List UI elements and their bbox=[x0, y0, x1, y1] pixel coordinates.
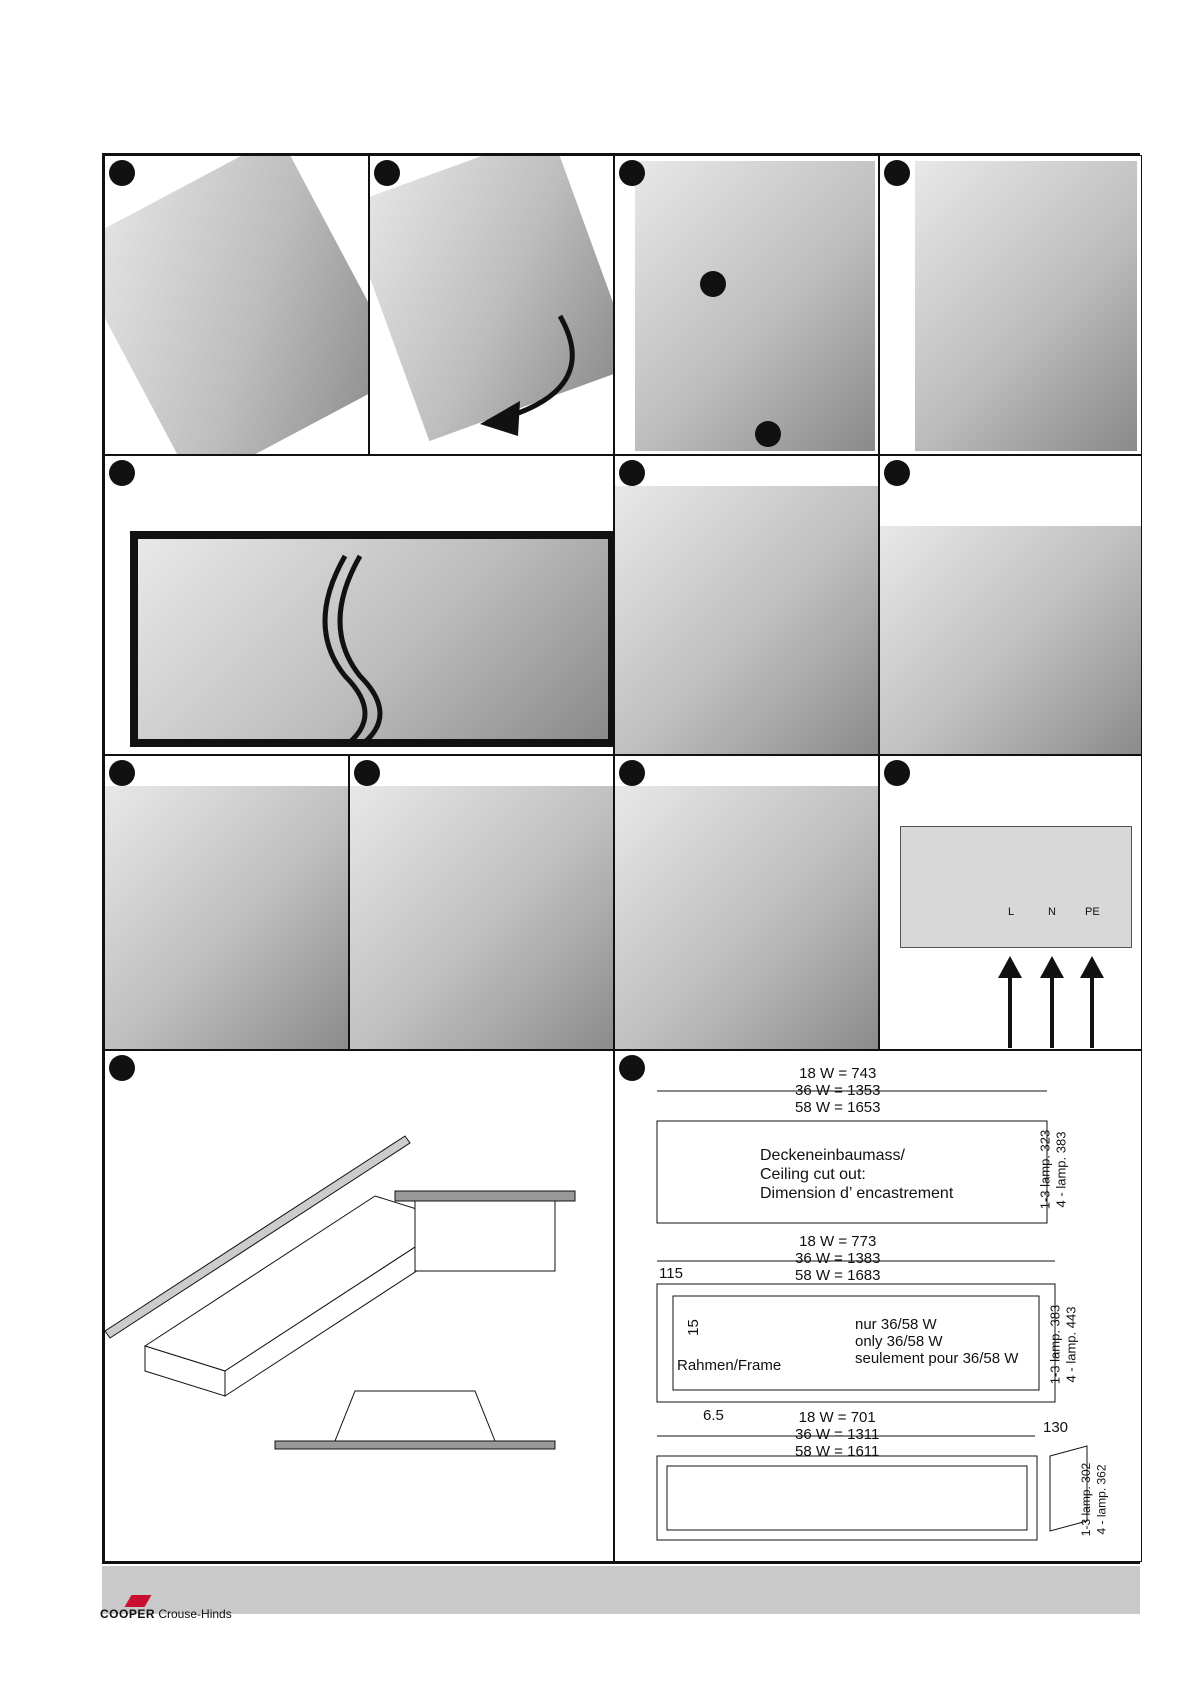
step-panel-1 bbox=[104, 155, 369, 455]
side-lamp-1-3-frame: 1-3 lamp. 383 bbox=[1047, 1304, 1063, 1385]
photo-terminal-block bbox=[900, 826, 1132, 948]
mounting-drawing-icon bbox=[105, 1135, 576, 1450]
step-marker bbox=[354, 760, 380, 786]
dim-130: 130 bbox=[1043, 1419, 1069, 1436]
footer-band bbox=[102, 1566, 1140, 1614]
note-line: seulement pour 36/58 W bbox=[855, 1350, 1019, 1367]
label-line: Ceiling cut out: bbox=[760, 1166, 866, 1183]
photo-knockout bbox=[880, 526, 1141, 754]
ceiling-cutout-label: Deckeneinbaumass/ Ceiling cut out: Dimen… bbox=[760, 1146, 953, 1203]
photo-open-cover bbox=[105, 156, 368, 454]
note-line: only 36/58 W bbox=[855, 1333, 943, 1350]
step-panel-7 bbox=[879, 455, 1142, 755]
step-marker bbox=[700, 271, 726, 297]
step-panel-dimensions: 18 W = 743 36 W = 1353 58 W = 1653 Decke… bbox=[614, 1050, 1142, 1562]
step-panel-11: L N PE bbox=[879, 755, 1142, 1050]
step-panel-4 bbox=[879, 155, 1142, 455]
dimension-drawing-icon bbox=[656, 1090, 1088, 1541]
terminal-arrows-icon bbox=[998, 956, 1104, 1048]
label-line: Dimension d’ encastrement bbox=[760, 1185, 954, 1202]
step-panel-10 bbox=[614, 755, 879, 1050]
step-marker bbox=[619, 160, 645, 186]
dim-line: 58 W = 1653 bbox=[795, 1099, 881, 1116]
step-marker bbox=[109, 760, 135, 786]
photo-housing-interior bbox=[130, 531, 613, 747]
note-line: nur 36/58 W bbox=[855, 1316, 937, 1333]
step-marker bbox=[619, 760, 645, 786]
brand-rest: Crouse-Hinds bbox=[155, 1607, 232, 1621]
step-marker bbox=[374, 160, 400, 186]
step-marker bbox=[619, 1055, 645, 1081]
step-marker bbox=[109, 1055, 135, 1081]
photo-wiring bbox=[615, 786, 878, 1049]
side-lamp-4-frame: 4 - lamp. 443 bbox=[1063, 1306, 1079, 1383]
dim-line: 36 W = 1353 bbox=[795, 1082, 881, 1099]
frame-note: nur 36/58 W only 36/58 W seulement pour … bbox=[855, 1316, 1018, 1367]
dim-line: 36 W = 1311 bbox=[795, 1426, 880, 1443]
step-marker bbox=[109, 160, 135, 186]
dim-line: 58 W = 1611 bbox=[795, 1443, 880, 1460]
step-panel-8 bbox=[104, 755, 349, 1050]
step-marker bbox=[884, 460, 910, 486]
brand-bold: COOPER bbox=[100, 1607, 156, 1621]
photo-insert-lamp bbox=[915, 161, 1137, 451]
dim-115: 115 bbox=[659, 1265, 683, 1282]
terminal-label-pe: PE bbox=[1085, 906, 1100, 918]
step-panel-mounting bbox=[104, 1050, 614, 1562]
step-marker bbox=[619, 460, 645, 486]
photo-cable-gland bbox=[615, 486, 878, 754]
instruction-grid: L N PE bbox=[102, 153, 1142, 1564]
step-marker bbox=[884, 760, 910, 786]
step-panel-3 bbox=[614, 155, 879, 455]
side-lamp-4-bottom: 4 - lamp. 362 bbox=[1094, 1464, 1109, 1535]
step-panel-6 bbox=[614, 455, 879, 755]
dim-line: 36 W = 1383 bbox=[795, 1250, 881, 1267]
dims-bottom-lines: 18 W = 701 36 W = 1311 58 W = 1611 bbox=[795, 1409, 879, 1460]
swing-arrow-icon bbox=[480, 314, 575, 436]
dims-frame-lines: 18 W = 773 36 W = 1383 58 W = 1683 bbox=[795, 1233, 880, 1284]
label-line: Deckeneinbaumass/ bbox=[760, 1147, 905, 1164]
photo-remove-lamp bbox=[635, 161, 875, 451]
side-lamp-4-top: 4 - lamp. 383 bbox=[1053, 1131, 1069, 1208]
terminal-label-n: N bbox=[1048, 906, 1056, 918]
photo-earth-screw bbox=[350, 786, 613, 1049]
step-panel-2 bbox=[369, 155, 614, 455]
step-marker bbox=[884, 160, 910, 186]
frame-label: Rahmen/Frame bbox=[677, 1357, 782, 1374]
terminal-label-l: L bbox=[1008, 906, 1015, 918]
cable-entry-icon bbox=[322, 554, 383, 746]
dim-line: 18 W = 773 bbox=[799, 1233, 877, 1250]
dim-line: 18 W = 701 bbox=[798, 1409, 876, 1426]
dim-15: 15 bbox=[684, 1319, 702, 1336]
photo-screwdriver bbox=[105, 786, 348, 1049]
dim-6-5: 6.5 bbox=[703, 1407, 724, 1424]
side-lamp-1-3-top: 1-3 lamp. 323 bbox=[1037, 1129, 1053, 1210]
step-panel-9 bbox=[349, 755, 614, 1050]
step-panel-5 bbox=[104, 455, 614, 755]
dims-top-lines: 18 W = 743 36 W = 1353 58 W = 1653 bbox=[795, 1065, 880, 1116]
dim-line: 58 W = 1683 bbox=[795, 1267, 881, 1284]
step-marker bbox=[755, 421, 781, 447]
step-marker bbox=[109, 460, 135, 486]
dim-line: 18 W = 743 bbox=[799, 1065, 877, 1082]
